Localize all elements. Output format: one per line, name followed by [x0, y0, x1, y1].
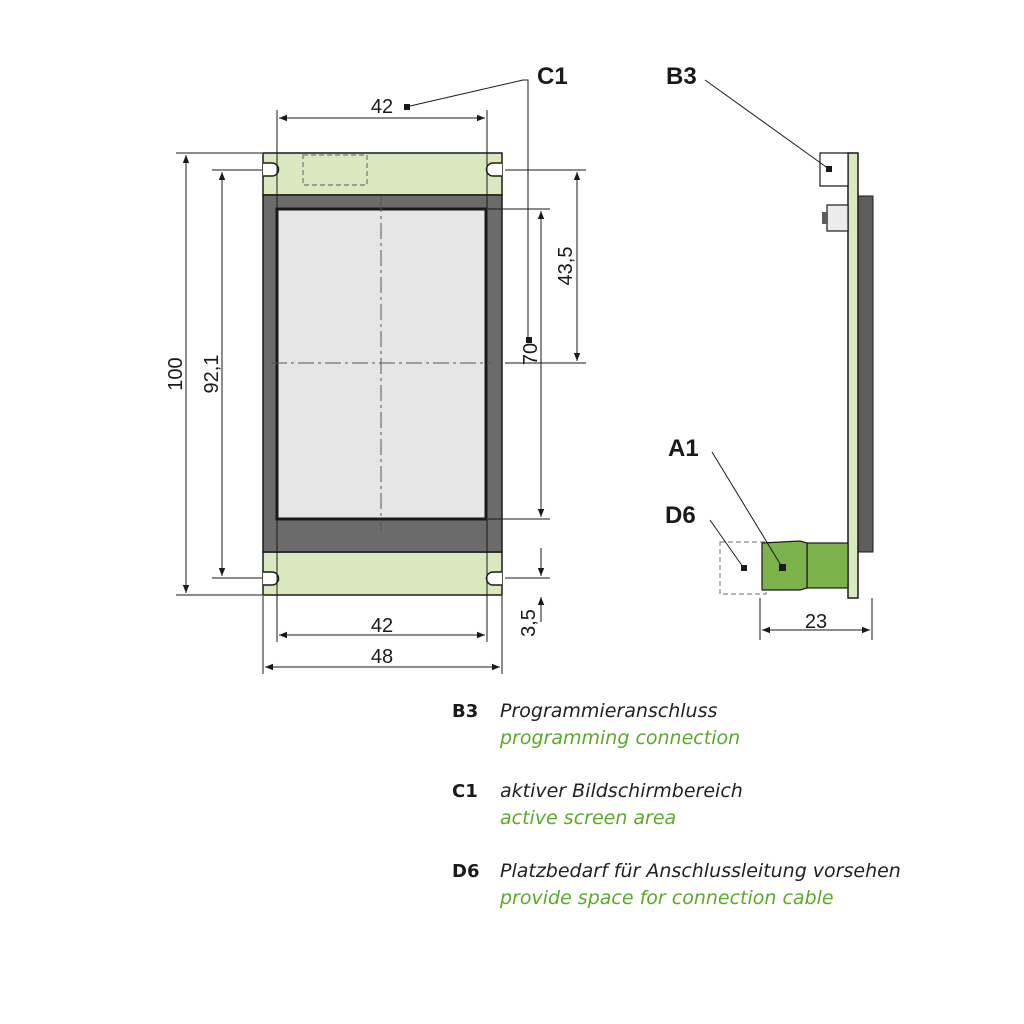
legend-german: Programmieranschluss	[500, 700, 718, 722]
mounting-slot-top-right	[485, 162, 502, 177]
c1-leader: C1	[404, 63, 568, 343]
legend-item-c1: C1 aktiver Bildschirmbereich active scre…	[452, 778, 901, 832]
legend: B3 Programmieranschluss programming conn…	[452, 698, 901, 938]
side-component	[826, 204, 849, 232]
callout-b3: B3	[666, 63, 697, 90]
display-module-body	[857, 195, 874, 553]
callout-c1: C1	[537, 63, 568, 90]
legend-code: D6	[452, 861, 480, 882]
b3-leader: B3	[666, 63, 830, 170]
extension-lines	[176, 110, 873, 674]
legend-item-d6: D6 Platzbedarf für Anschlussleitung vors…	[452, 858, 901, 912]
front-view	[262, 152, 503, 596]
dim-active-height: 70	[520, 343, 542, 365]
side-view	[719, 152, 874, 599]
connector-housing	[806, 542, 849, 589]
legend-english: active screen area	[500, 807, 677, 829]
legend-english: provide space for connection cable	[500, 887, 834, 909]
top-mounting-bracket	[262, 152, 503, 196]
bottom-mounting-bracket	[262, 551, 503, 596]
dim-top-width: 42	[371, 96, 393, 118]
programming-connector	[819, 152, 849, 187]
mounting-slot-bottom-left	[263, 571, 280, 586]
dim-bottom-inner-width: 42	[371, 615, 393, 637]
callout-a1: A1	[668, 435, 699, 462]
dim-hole-offset: 3,5	[518, 609, 540, 637]
hidden-connector-outline	[302, 154, 368, 186]
legend-code: B3	[452, 701, 479, 722]
legend-german: Platzbedarf für Anschlussleitung vorsehe…	[500, 860, 901, 882]
side-pcb	[847, 152, 859, 599]
legend-code: C1	[452, 781, 478, 802]
dimension-drawing: 42 42 48 100 92,1 70 43,5 3,5 23 C1 B3	[165, 63, 874, 674]
mounting-slot-bottom-right	[485, 571, 502, 586]
legend-english: programming connection	[500, 727, 741, 749]
mounting-slot-top-left	[263, 162, 280, 177]
callout-d6: D6	[665, 502, 696, 529]
d6-leader: D6	[665, 502, 744, 568]
dim-total-height: 100	[165, 357, 187, 390]
dim-depth: 23	[805, 611, 827, 633]
dim-bottom-outer-width: 48	[371, 646, 393, 668]
legend-german: aktiver Bildschirmbereich	[500, 780, 743, 802]
dimension-lines	[182, 114, 870, 671]
dim-half-height: 43,5	[555, 247, 577, 286]
dim-hole-spacing: 92,1	[201, 355, 223, 394]
legend-item-b3: B3 Programmieranschluss programming conn…	[452, 698, 901, 752]
a1-leader: A1	[668, 435, 783, 568]
